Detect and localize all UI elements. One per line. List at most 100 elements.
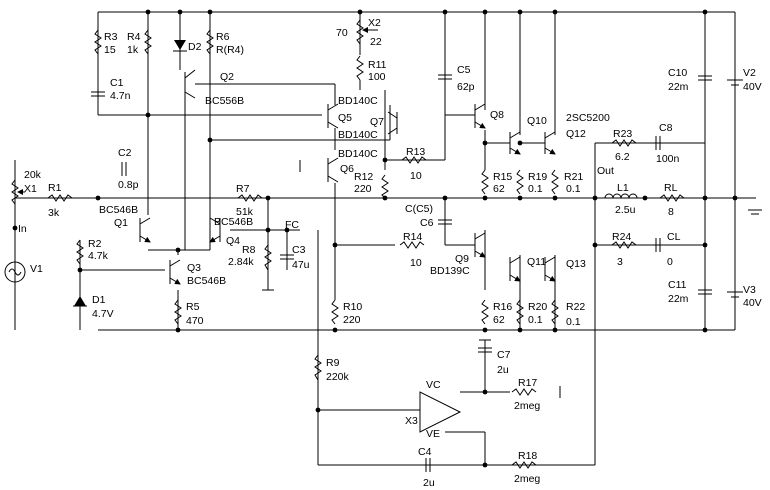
- label-r16: R16: [493, 301, 512, 313]
- label-r6: R6: [216, 31, 230, 43]
- supply-batteries: [727, 79, 743, 298]
- label-q5-type: BD140C: [338, 95, 378, 107]
- label-r16-value: 62: [493, 314, 505, 326]
- label-q11: Q11: [527, 256, 546, 268]
- label-c2-value: 0.8p: [118, 179, 139, 191]
- label-c11: C11: [668, 279, 687, 291]
- label-x1: X1: [24, 183, 37, 195]
- op-amp-x3: [419, 391, 462, 433]
- label-q6-type: BD140C: [338, 148, 378, 160]
- resistors: [47, 29, 685, 469]
- capacitors: [91, 74, 712, 472]
- label-cl: CL: [667, 231, 681, 243]
- label-r20: R20: [528, 301, 547, 313]
- label-r18-value: 2meg: [514, 473, 540, 485]
- label-r11: R11: [368, 59, 387, 71]
- label-rl: RL: [664, 182, 678, 194]
- label-q7-type: BD140C: [338, 129, 378, 141]
- diodes: [73, 40, 187, 307]
- label-r15-value: 62: [493, 183, 505, 195]
- label-x3: X3: [405, 415, 418, 427]
- label-d2: D2: [188, 41, 202, 53]
- label-q4-type: BC546B: [214, 216, 253, 228]
- label-q3: Q3: [187, 262, 201, 274]
- label-r13-value: 10: [410, 170, 422, 182]
- label-r23-value: 6.2: [615, 151, 630, 163]
- label-cc5: C(C5): [405, 203, 433, 215]
- label-v2-value: 40V: [743, 81, 762, 93]
- label-cl-value: 0: [667, 256, 673, 268]
- label-v2: V2: [743, 67, 756, 79]
- ac-source-v1: [4, 261, 26, 283]
- label-r3-value: 15: [104, 44, 116, 56]
- label-r11-value: 100: [368, 71, 386, 83]
- label-r8: R8: [242, 244, 256, 256]
- label-r15: R15: [493, 171, 512, 183]
- label-c4-value: 2u: [423, 477, 435, 489]
- label-r5-value: 470: [186, 315, 204, 327]
- label-out: Out: [597, 165, 614, 177]
- label-c8-value: 100n: [656, 153, 680, 165]
- label-c1-value: 4.7n: [110, 90, 131, 102]
- label-q1: Q1: [114, 217, 128, 229]
- label-r4-value: 1k: [127, 44, 139, 56]
- label-c11-value: 22m: [668, 293, 689, 305]
- label-c2: C2: [118, 147, 132, 159]
- label-r22-value: 0.1: [566, 316, 581, 328]
- label-r1: R1: [48, 182, 62, 194]
- label-c7: C7: [497, 349, 511, 361]
- label-q8: Q8: [490, 109, 504, 121]
- label-r10: R10: [343, 301, 362, 313]
- label-r12: R12: [354, 171, 373, 183]
- label-q1-type: BC546B: [99, 204, 138, 216]
- label-r2-value: 4.7k: [88, 250, 109, 262]
- label-r17-value: 2meg: [514, 400, 540, 412]
- label-c10: C10: [668, 67, 687, 79]
- label-c3: C3: [292, 244, 306, 256]
- label-l1-value: 2.5u: [615, 204, 636, 216]
- label-x1-value: 20k: [24, 169, 42, 181]
- label-r19: R19: [528, 171, 547, 183]
- label-r7: R7: [236, 183, 250, 195]
- label-c4: C4: [418, 446, 432, 458]
- component-labels: R3 15 R4 1k D2 R6 R(R4) X2 70 22 R11 100…: [18, 17, 762, 489]
- label-q12: Q12: [566, 128, 586, 140]
- label-r4: R4: [127, 31, 141, 43]
- label-c5-value: 62p: [457, 81, 475, 93]
- label-r7-value: 51k: [236, 206, 254, 218]
- label-r21-value: 0.1: [566, 183, 581, 195]
- label-r20-value: 0.1: [528, 314, 543, 326]
- label-r17: R17: [518, 377, 537, 389]
- label-r9: R9: [326, 357, 340, 369]
- label-q3-type: BC546B: [187, 275, 226, 287]
- label-r24: R24: [612, 231, 631, 243]
- wires: [14, 11, 756, 466]
- label-q13: Q13: [566, 258, 586, 270]
- label-in: In: [18, 223, 27, 235]
- potentiometers: [11, 19, 378, 205]
- label-q9: Q9: [455, 253, 469, 265]
- label-r13: R13: [406, 146, 425, 158]
- label-vc: VC: [426, 379, 441, 391]
- inductor-l1: [604, 193, 638, 199]
- label-r14-value: 10: [410, 257, 422, 269]
- label-x2-a: 70: [336, 27, 348, 39]
- label-v1: V1: [30, 263, 43, 275]
- label-x2-b: 22: [370, 36, 382, 48]
- label-fc: FC: [285, 219, 299, 231]
- label-d1: D1: [92, 294, 106, 306]
- label-r3: R3: [104, 31, 118, 43]
- label-r5: R5: [186, 301, 200, 313]
- label-c7-value: 2u: [497, 364, 509, 376]
- label-r18: R18: [518, 450, 537, 462]
- label-d1-value: 4.7V: [92, 308, 114, 320]
- label-l1: L1: [617, 182, 629, 194]
- label-q12-type: 2SC5200: [566, 112, 610, 124]
- label-q7: Q7: [370, 116, 384, 128]
- label-ve: VE: [426, 428, 440, 440]
- label-c5: C5: [457, 64, 471, 76]
- label-r6-value: R(R4): [216, 44, 244, 56]
- label-r23: R23: [613, 128, 632, 140]
- label-c10-value: 22m: [668, 81, 689, 93]
